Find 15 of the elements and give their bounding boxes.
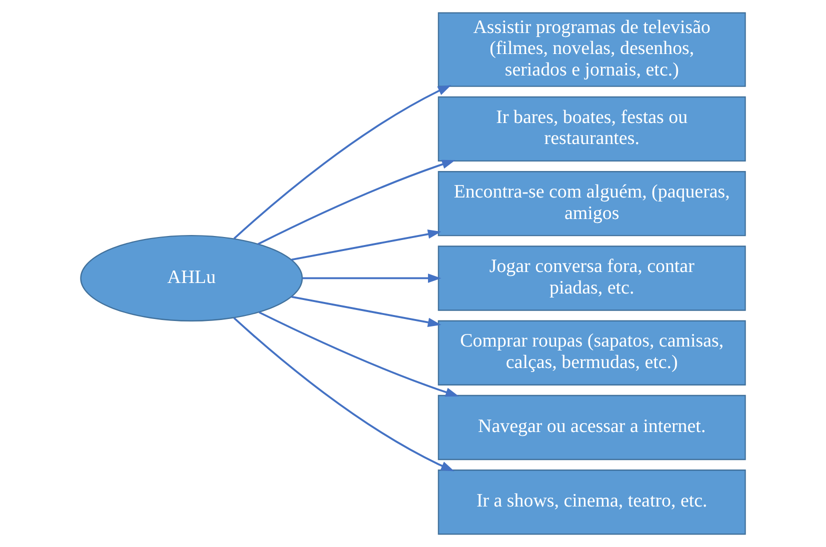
node-box: Encontra-se com alguém, (paqueras, amigos [438,171,746,236]
arrow [258,311,459,397]
arrow [258,160,456,245]
node-box: Assistir programas de televisão (filmes, novelas, desenhos, seriados e jornais, etc.) [438,12,746,87]
arrow [233,317,454,472]
arrow [291,230,442,261]
node-ellipse: AHLu [80,235,303,322]
node-box: Navegar ou acessar a internet. [438,394,746,460]
arrow [233,85,452,240]
arrow [291,296,442,327]
node-box: Ir bares, boates, festas ou restaurantes. [438,96,746,162]
arrow [302,274,442,283]
node-box: Ir a shows, cinema, teatro, etc. [438,470,746,535]
node-box: Comprar roupas (sapatos, camisas, calças, bermudas, etc.) [438,320,746,386]
node-box: Jogar conversa fora, contar piadas, etc. [438,246,746,311]
